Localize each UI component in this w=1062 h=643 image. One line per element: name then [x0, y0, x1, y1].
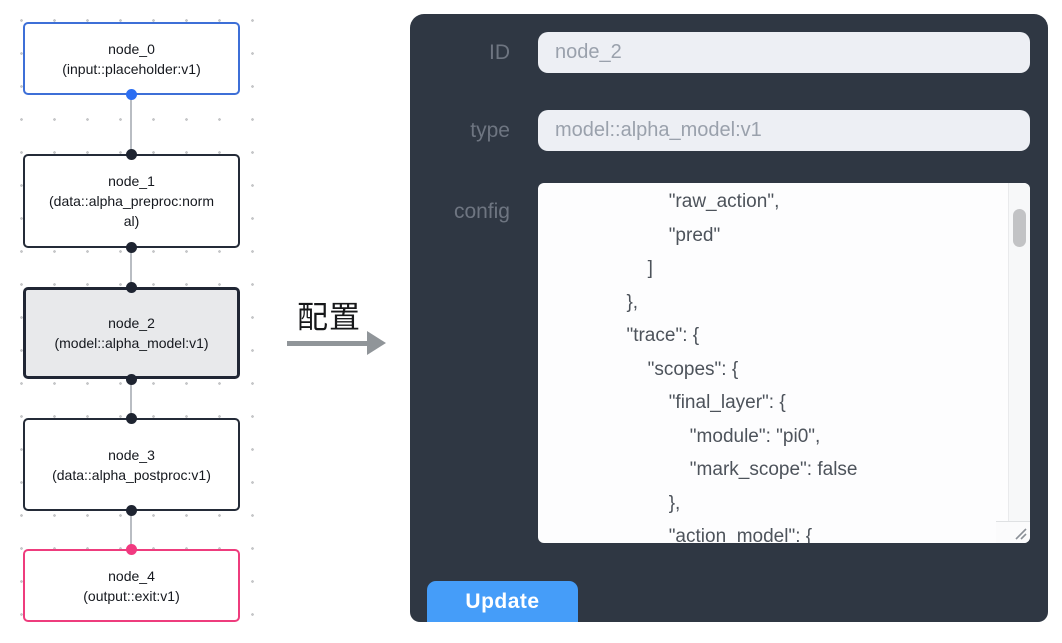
config-field-label: config: [453, 200, 510, 223]
config-annotation-label: 配置: [297, 300, 361, 335]
resize-grip-icon: [1015, 528, 1027, 540]
port-node2-output[interactable]: [126, 374, 137, 385]
type-input[interactable]: [538, 110, 1030, 151]
port-node1-input[interactable]: [126, 149, 137, 160]
node-id-label: node_3: [108, 446, 155, 463]
node-type-label: (input::placeholder:v1): [62, 60, 201, 77]
type-field-label: type: [470, 119, 510, 142]
edge-node2-node3: [130, 379, 132, 418]
canvas-bottom-margin: [395, 629, 1062, 643]
update-button[interactable]: Update: [427, 581, 578, 622]
edge-node3-node4: [130, 511, 132, 549]
graph-node-node_4[interactable]: node_4 (output::exit:v1): [23, 549, 240, 622]
graph-node-node_2-selected[interactable]: node_2 (model::alpha_model:v1): [23, 287, 240, 379]
port-node0-output[interactable]: [126, 89, 137, 100]
node-type-label: (output::exit:v1): [83, 587, 180, 604]
canvas-gap: [278, 0, 395, 643]
graph-node-node_0[interactable]: node_0 (input::placeholder:v1): [23, 22, 240, 95]
port-node2-input[interactable]: [126, 282, 137, 293]
node-id-label: node_1: [108, 173, 155, 189]
textarea-resize-handle[interactable]: [996, 521, 1030, 543]
node-id-label: node_2: [108, 315, 155, 331]
port-node3-input[interactable]: [126, 413, 137, 424]
config-textarea[interactable]: "raw_action", "pred" ] }, "trace": { "sc…: [538, 183, 1030, 543]
port-node4-input[interactable]: [126, 544, 137, 555]
node-type-label: (data::alpha_preproc:normal): [49, 193, 214, 229]
id-input[interactable]: [538, 32, 1030, 73]
node-id-label: node_4: [108, 567, 155, 584]
edge-node0-node1: [130, 95, 132, 155]
edge-node1-node2: [130, 248, 132, 288]
port-node1-output[interactable]: [126, 242, 137, 253]
graph-node-node_1[interactable]: node_1 (data::alpha_preproc:normal): [23, 154, 240, 248]
node-type-label: (model::alpha_model:v1): [54, 335, 209, 351]
config-scrollbar-track[interactable]: [1008, 183, 1030, 521]
port-node3-output[interactable]: [126, 505, 137, 516]
config-json-text: "raw_action", "pred" ] }, "trace": { "sc…: [626, 191, 858, 543]
graph-node-node_3[interactable]: node_3 (data::alpha_postproc:v1): [23, 418, 240, 511]
config-scrollbar-thumb[interactable]: [1013, 209, 1026, 247]
node-type-label: (data::alpha_postproc:v1): [52, 466, 211, 483]
node-config-panel: ID type config "raw_action", "pred" ] },…: [410, 14, 1048, 622]
right-arrow-icon: [287, 331, 387, 355]
id-field-label: ID: [489, 41, 510, 64]
node-id-label: node_0: [108, 40, 155, 57]
